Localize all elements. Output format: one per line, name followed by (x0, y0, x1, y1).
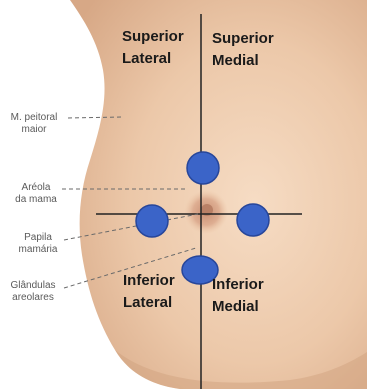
marker-lateral (136, 205, 168, 237)
quadrant-label-line: Lateral (123, 292, 175, 314)
quadrant-label-line: Medial (212, 296, 264, 318)
label-line: Aréola (8, 182, 64, 194)
quadrant-label-line: Medial (212, 50, 274, 72)
quadrant-label-line: Inferior (212, 274, 264, 296)
quadrant-label-inferior-lateral: Inferior Lateral (123, 270, 175, 314)
label-line: areolares (2, 292, 64, 304)
label-glandulas: Glândulas areolares (2, 280, 64, 304)
label-line: mamária (10, 244, 66, 256)
quadrant-label-superior-medial: Superior Medial (212, 28, 274, 72)
label-line: da mama (8, 194, 64, 206)
quadrant-label-line: Inferior (123, 270, 175, 292)
label-line: M. peitoral (2, 112, 66, 124)
label-line: Glândulas (2, 280, 64, 292)
marker-superior (187, 152, 219, 184)
marker-medial (237, 204, 269, 236)
label-papila: Papila mamária (10, 232, 66, 256)
quadrant-label-superior-lateral: Superior Lateral (122, 26, 184, 70)
label-peitoral-maior: M. peitoral maior (2, 112, 66, 136)
quadrant-label-inferior-medial: Inferior Medial (212, 274, 264, 318)
quadrant-label-line: Superior (122, 26, 184, 48)
quadrant-label-line: Lateral (122, 48, 184, 70)
label-line: maior (2, 124, 66, 136)
label-areola: Aréola da mama (8, 182, 64, 206)
label-line: Papila (10, 232, 66, 244)
quadrant-label-line: Superior (212, 28, 274, 50)
